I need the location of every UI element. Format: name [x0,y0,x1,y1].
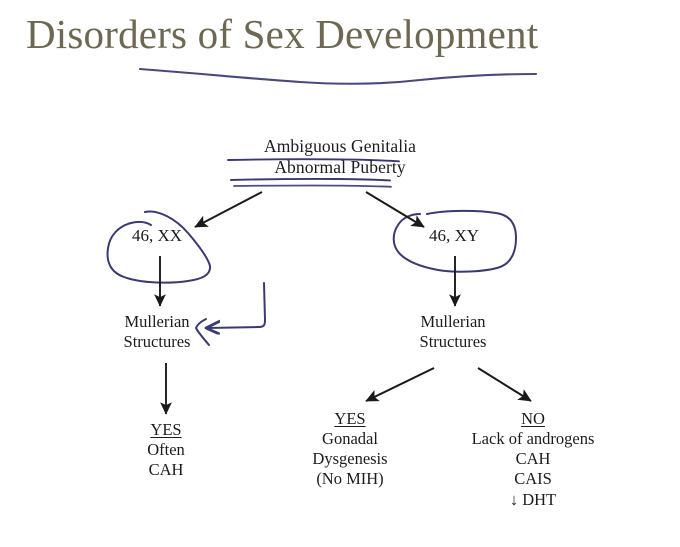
node-mullerian-structures-left: Mullerian Structures [92,312,222,352]
leaf-46xy-no-detail1: Lack of androgens [471,429,595,449]
leaf-46xy-yes-answer: YES [334,409,366,428]
page-title: Disorders of Sex Development [26,11,539,57]
title-underline-ink [138,67,538,85]
node-mullerian-left-line2: Structures [123,332,191,352]
leaf-46xy-no-answer: NO [521,409,545,428]
node-mullerian-left-line1: Mullerian [124,312,190,331]
node-root: Ambiguous Genitalia Abnormal Puberty [0,136,680,179]
leaf-46xx-answer: YES [150,420,182,439]
arrow-root-to-xx [194,191,263,228]
leaf-46xy-yes-detail3: (No MIH) [316,469,384,489]
node-mullerian-right-line2: Structures [419,332,487,352]
leaf-46xy-yes-detail2: Dysgenesis [312,449,388,469]
node-mullerian-right-line1: Mullerian [420,312,486,331]
node-karyotype-46xx: 46, XX [103,226,211,247]
node-karyotype-46xy: 46, XY [400,226,508,247]
leaf-46xy-no-detail2: CAH [515,449,551,469]
arrow-root-to-xy [365,191,425,228]
leaf-46xy-yes: YES Gonadal Dysgenesis (No MIH) [289,409,411,490]
node-mullerian-structures-right: Mullerian Structures [388,312,518,352]
node-karyotype-46xx-label: 46, XX [131,226,183,245]
leaf-46xx-detail1: Often [147,440,185,460]
arrow-mullerian-right-to-no [477,367,532,402]
leaf-46xy-no: NO Lack of androgens CAH CAIS ↓ DHT [440,409,626,510]
abnormal-puberty-underline-ink-2 [233,184,392,188]
circle-46xx-ink [106,210,212,284]
leaf-46xy-no-detail4: ↓ DHT [509,489,557,509]
leaf-46xy-yes-detail1: Gonadal [322,429,378,449]
leaf-46xx-detail2: CAH [148,460,184,480]
arrow-mullerian-right-to-yes [365,367,435,402]
leaf-46xy-no-detail3: CAIS [514,469,552,489]
node-karyotype-46xy-label: 46, XY [428,226,480,245]
abnormal-puberty-underline-ink-1 [230,177,391,182]
leaf-46xx-yes: YES Often CAH [106,420,226,480]
node-root-line2: Abnormal Puberty [274,157,406,178]
node-root-line1: Ambiguous Genitalia [263,136,417,156]
